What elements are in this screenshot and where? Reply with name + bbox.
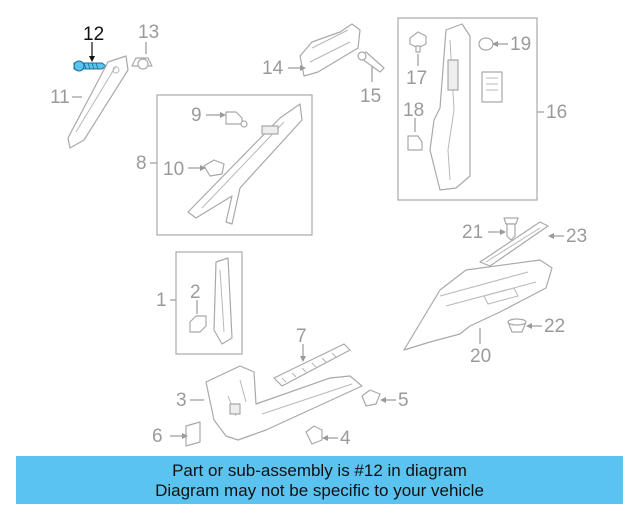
part-2-clip [189, 315, 207, 333]
group-16-frame [397, 17, 538, 201]
callout-3: 3 [176, 390, 187, 411]
caption-line-1: Part or sub-assembly is #12 in diagram [172, 461, 467, 480]
callout-16: 16 [546, 102, 567, 123]
callout-12: 12 [83, 24, 104, 45]
callout-7: 7 [296, 326, 307, 347]
part-20-rear-sill [403, 259, 553, 351]
callout-8: 8 [136, 153, 147, 174]
callout-2: 2 [190, 282, 201, 303]
part-17-clip [409, 31, 427, 53]
group-8-frame [156, 94, 313, 236]
part-10-clip [203, 159, 225, 177]
part-1-trim [213, 257, 233, 345]
callout-13: 13 [138, 22, 159, 43]
callout-21: 21 [462, 222, 483, 243]
part-7-strip [273, 343, 351, 387]
part-18-clip [407, 135, 423, 151]
part-12-screw[interactable] [73, 42, 107, 72]
part-8-a-pillar-trim [187, 103, 303, 225]
callout-5: 5 [398, 390, 409, 411]
part-15-fastener [357, 51, 385, 73]
callout-15: 15 [360, 86, 381, 107]
callout-9: 9 [191, 105, 202, 126]
caption-banner: Part or sub-assembly is #12 in diagram D… [16, 456, 623, 504]
caption-line-2: Diagram may not be specific to your vehi… [155, 481, 484, 500]
group-1-frame [175, 251, 243, 355]
part-21-fastener [503, 217, 519, 241]
callout-1: 1 [156, 290, 167, 311]
part-9-clip [225, 111, 248, 128]
part-4-clip [305, 425, 323, 445]
part-19-plug [478, 37, 494, 51]
part-5-clip [361, 389, 381, 407]
callout-11: 11 [50, 87, 70, 108]
callout-19: 19 [510, 34, 531, 55]
callout-20: 20 [470, 346, 491, 367]
callout-22: 22 [544, 316, 565, 337]
callout-6: 6 [152, 426, 163, 447]
callout-10: 10 [163, 159, 184, 180]
callout-4: 4 [340, 428, 351, 449]
part-6-cap [185, 421, 201, 447]
callout-23: 23 [566, 226, 587, 247]
part-16-b-pillar-trim [429, 23, 471, 191]
part-16-latch [481, 71, 503, 103]
part-14-trim [299, 23, 361, 77]
part-23-scuff-plate [479, 221, 549, 267]
part-13-clip [131, 57, 153, 70]
callout-17: 17 [406, 68, 427, 89]
part-11-trim [67, 55, 129, 149]
callout-14: 14 [262, 58, 284, 79]
callout-18: 18 [403, 100, 424, 121]
part-3-sill-trim [205, 365, 363, 441]
part-22-grommet [507, 318, 527, 333]
